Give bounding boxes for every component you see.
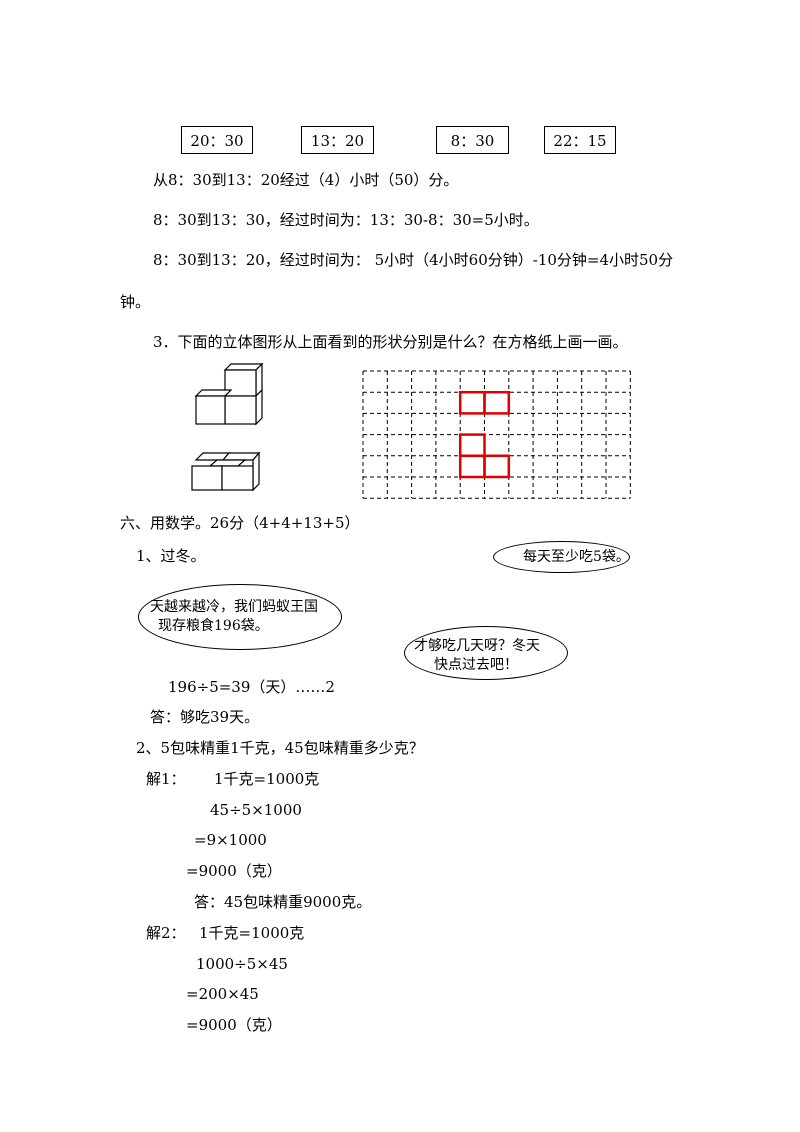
problem-1-answer: 答：够吃39天。 <box>150 708 260 726</box>
speech-bubble-right-line-1: 才够吃几天呀？冬天 <box>414 638 540 654</box>
speech-bubble-left-line-1: 天越来越冷，我们蚂蚁王国 <box>150 599 318 615</box>
cube-figure-row <box>191 451 261 492</box>
solution-2-line-3: =200×45 <box>186 985 259 1003</box>
speech-bubble-right: 才够吃几天呀？冬天 快点过去吧！ <box>404 626 568 680</box>
speech-bubble-right-line-2: 快点过去吧！ <box>434 657 518 673</box>
answer-square <box>458 454 486 479</box>
solution-2-label: 解2： <box>146 924 186 942</box>
solution-2-line-1: 1千克=1000克 <box>199 924 305 942</box>
answer-square <box>458 390 486 415</box>
speech-bubble-left: 天越来越冷，我们蚂蚁王国 现存粮食196袋。 <box>138 584 342 650</box>
time-box-1: 20：30 <box>181 126 253 154</box>
answer-square <box>458 433 486 458</box>
solution-2-line-2: 1000÷5×45 <box>196 955 288 973</box>
answer-square <box>483 390 511 415</box>
solution-1-line-3: =9×1000 <box>194 831 267 849</box>
speech-bubble-left-line-2: 现存粮食196袋。 <box>158 618 269 634</box>
elapsed-line-1: 从8：30到13：20经过（4）小时（50）分。 <box>153 171 459 189</box>
time-box-3: 8：30 <box>436 126 509 154</box>
solution-1-answer: 答：45包味精重9000克。 <box>194 893 372 911</box>
elapsed-line-2: 8：30到13：30，经过时间为：13：30-8：30=5小时。 <box>153 211 539 229</box>
speech-bubble-top-right: 每天至少吃5袋。 <box>493 541 630 573</box>
solution-2-line-4: =9000（克） <box>186 1016 282 1034</box>
solution-1-line-2: 45÷5×1000 <box>210 801 302 819</box>
grid-paper <box>362 370 631 499</box>
problem-1-title: 1、过冬。 <box>136 547 206 565</box>
cube-figure-l-shape <box>194 362 264 426</box>
problem-1-calculation: 196÷5=39（天）……2 <box>168 678 335 696</box>
speech-bubble-top-right-text: 每天至少吃5袋。 <box>523 549 630 565</box>
elapsed-line-3b: 钟。 <box>120 293 151 311</box>
section-6-title: 六、用数学。26分（4+4+13+5） <box>120 514 360 532</box>
solution-1-label: 解1： <box>146 770 186 788</box>
problem-2-title: 2、5包味精重1千克，45包味精重多少克？ <box>136 739 424 757</box>
elapsed-line-3a: 8：30到13：20，经过时间为： 5小时（4小时60分钟）-10分钟=4小时5… <box>153 251 674 269</box>
solution-1-line-1: 1千克=1000克 <box>214 770 320 788</box>
solution-1-line-4: =9000（克） <box>186 862 282 880</box>
question-3: 3．下面的立体图形从上面看到的形状分别是什么？在方格纸上画一画。 <box>153 333 628 351</box>
time-box-2: 13：20 <box>301 126 374 154</box>
time-box-4: 22：15 <box>544 126 616 154</box>
answer-square <box>483 454 511 479</box>
